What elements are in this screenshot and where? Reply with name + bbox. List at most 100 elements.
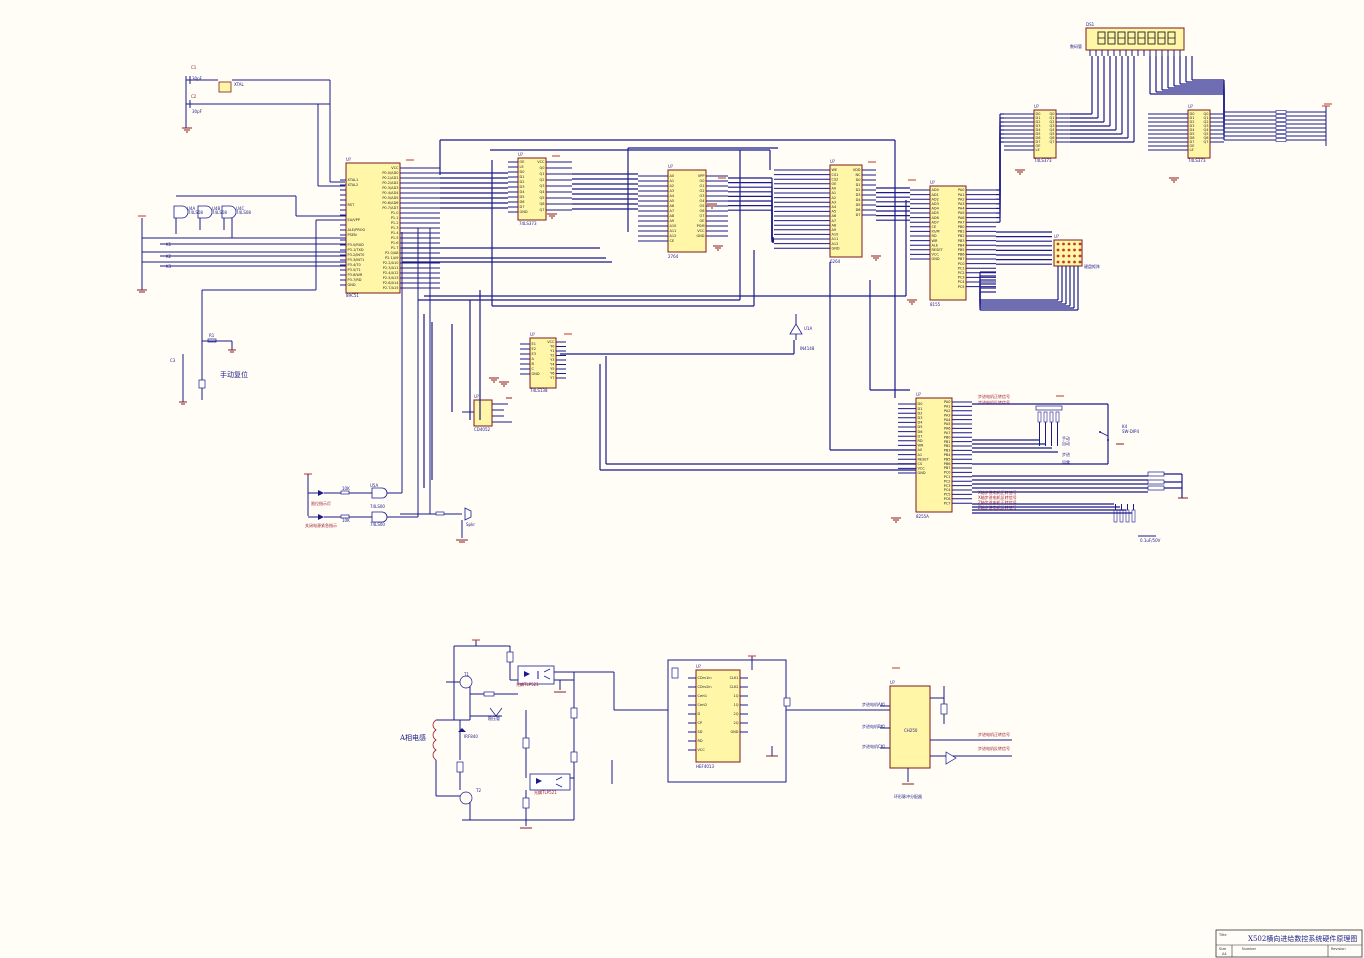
cap2-ref: C2 (191, 94, 197, 99)
ram-pin-label: D0 (856, 178, 861, 182)
mcu-pin-label: P0.4/AD4 (382, 191, 399, 195)
svg-text:Size: Size (1219, 947, 1226, 951)
pio-bottom-pin-label: PC6 (944, 497, 951, 501)
pio-top-pin-label: CE (932, 225, 937, 229)
bufB-pin-label: D0 (1190, 112, 1195, 116)
svg-text:74LS08: 74LS08 (212, 210, 227, 215)
decoder-pin-label: B (532, 362, 535, 366)
svg-text:步进电机反转信号: 步进电机反转信号 (978, 745, 1010, 751)
pio-bottom-pin-label: PB3 (944, 449, 951, 453)
mcu-name: 89C51 (346, 293, 359, 298)
pio-bottom-pin-label: PB7 (944, 466, 951, 470)
svg-text:SW-DIP4: SW-DIP4 (1122, 429, 1139, 434)
bufB-pin-label: D4 (1190, 128, 1196, 132)
latch-pin-label: Q1 (540, 172, 545, 176)
svg-text:8255A: 8255A (916, 514, 929, 519)
pio-8255: U? 8255A D0D1D2D3D4D5D6D7RDWRA0A1RESETCS… (898, 392, 972, 519)
mcu-pin-label: VCC (391, 166, 399, 170)
latch-pin-label: D7 (520, 205, 525, 209)
pio-bottom-pin-label: D0 (918, 402, 923, 406)
eprom-pin-label: O6 (700, 209, 705, 213)
bufA-pin-label: D3 (1036, 124, 1041, 128)
ram-pin-label: A8 (832, 223, 837, 227)
mcu-pin-label: P1.0 (391, 211, 399, 215)
pio-top-pin-label: PA6 (958, 216, 965, 220)
buffer-b: U? 74LS373 D0D1D2D3D4D5D6D7OELEQ0Q1Q2Q3Q… (1148, 104, 1224, 163)
pio-bottom-pin-label: PB0 (944, 435, 951, 439)
keypad-key (1078, 242, 1082, 246)
keypad-key (1056, 242, 1060, 246)
latch-pin-label: D2 (520, 180, 525, 184)
ram-pin-label: A0 (832, 187, 837, 191)
eprom-pin-label: A9 (670, 219, 675, 223)
mcu-pin-label: P0.1/AD1 (382, 176, 398, 180)
mcu-pin-label: P3.4/T0 (348, 263, 361, 267)
ram-pin-label: WE (832, 168, 838, 172)
pio-bottom-pin-label: PC0 (944, 471, 951, 475)
svg-text:U?: U? (1054, 234, 1059, 239)
pio-bottom-pin-label: PA6 (944, 427, 951, 431)
stepdrv-pin-label: 2Q (734, 712, 739, 716)
pio-top-pin-label: PA4 (958, 207, 965, 211)
pio-top-pin-label: PB6 (958, 253, 965, 257)
pio-bottom-pin-label: PB6 (944, 462, 951, 466)
svg-text:稳压管: 稳压管 (488, 715, 500, 721)
mcu-pin-label: P2.0/A8 (385, 251, 398, 255)
decoder-pin-label: Y4 (550, 363, 555, 367)
eprom-pin-label: CE (670, 239, 675, 243)
stepdrv-pin-label: Cert1 (698, 694, 708, 698)
latch-pin-label: GND (520, 210, 528, 214)
reset-res: R1 (209, 333, 215, 338)
svg-text:X轴步进电机反转信号: X轴步进电机反转信号 (978, 494, 1017, 500)
pio-top-pin-label: RESET (932, 248, 944, 252)
pio-top-pin-label: AD1 (932, 193, 939, 197)
pio-bottom-pin-label: D3 (918, 416, 923, 420)
mcu-pin-label: P3.0/RXD (348, 243, 365, 247)
mcu-pin-label: P1.3 (391, 226, 399, 230)
bus-wires (402, 56, 1332, 523)
pio-top-pin-label: PB7 (958, 257, 965, 261)
stepdrv-pin-label: CDrv2in (698, 685, 712, 689)
title-block: Title X502横向进给数控系统硬件原理图 Size A4 Number R… (1215, 929, 1363, 958)
decoder-pin-label: Y1 (550, 349, 554, 353)
mcu-pin-label: P1.7 (391, 246, 399, 250)
svg-text:光耦TLP521: 光耦TLP521 (516, 681, 539, 687)
decoder-pin-label: C (532, 367, 535, 371)
keypad-key (1062, 260, 1065, 264)
dip-switch-section: K4 SW-DIP4 手动 自动 步进 回零 0.1uF/50V (1035, 405, 1188, 543)
stepdrv-pin-label: 1Q (734, 694, 739, 698)
pio-top-pin-label: RD (932, 234, 937, 238)
pio-bottom-pin-label: PA2 (944, 409, 951, 413)
keypad-key (1073, 260, 1076, 264)
stepdrv-pin-label: Cert2 (698, 703, 708, 707)
pio-bottom-pin-label: PB1 (944, 440, 951, 444)
pio-bottom-pin-label: PA0 (944, 400, 951, 404)
pio-top-pin-label: AD0 (932, 188, 939, 192)
svg-text:DS1: DS1 (1086, 22, 1095, 27)
svg-text:U?: U? (1034, 104, 1039, 109)
stepdrv-pin-label: RD (698, 739, 703, 743)
mcu-pin-label: P3.7/RD (348, 278, 362, 282)
ram-pin-label: D6 (856, 208, 861, 212)
svg-text:74LS138: 74LS138 (530, 388, 548, 393)
pio-top-pin-label: PB5 (958, 248, 965, 252)
bufB-pin-label: D1 (1190, 116, 1195, 120)
mcu-pin-label: P1.5 (391, 236, 399, 240)
pio-top-pin-label: AD6 (932, 216, 939, 220)
eprom-pin-label: GND (696, 234, 704, 238)
bufA-pin-label: D4 (1036, 128, 1042, 132)
decoder-pin-label: E3 (532, 352, 536, 356)
eprom-pin-label: O2 (700, 189, 705, 193)
pio-bottom-pin-label: GND (918, 471, 926, 475)
eprom-pin-label: O1 (700, 184, 705, 188)
mcu-pin-label: XTAL1 (348, 178, 359, 182)
pio-8155: U? 8155 AD0AD1AD2AD3AD4AD5AD6AD7CEIO/MRD… (910, 180, 996, 307)
bufB-pin-label: Q0 (1204, 112, 1209, 116)
svg-text:Revision: Revision (1331, 947, 1346, 951)
pio-top-pin-label: GND (932, 257, 940, 261)
svg-text:U4A: U4A (187, 206, 195, 211)
ram-pin-label: A3 (832, 200, 837, 204)
ram-pin-label: D7 (856, 213, 861, 217)
bufB-pin-label: D3 (1190, 124, 1195, 128)
keypad-key (1062, 254, 1065, 258)
